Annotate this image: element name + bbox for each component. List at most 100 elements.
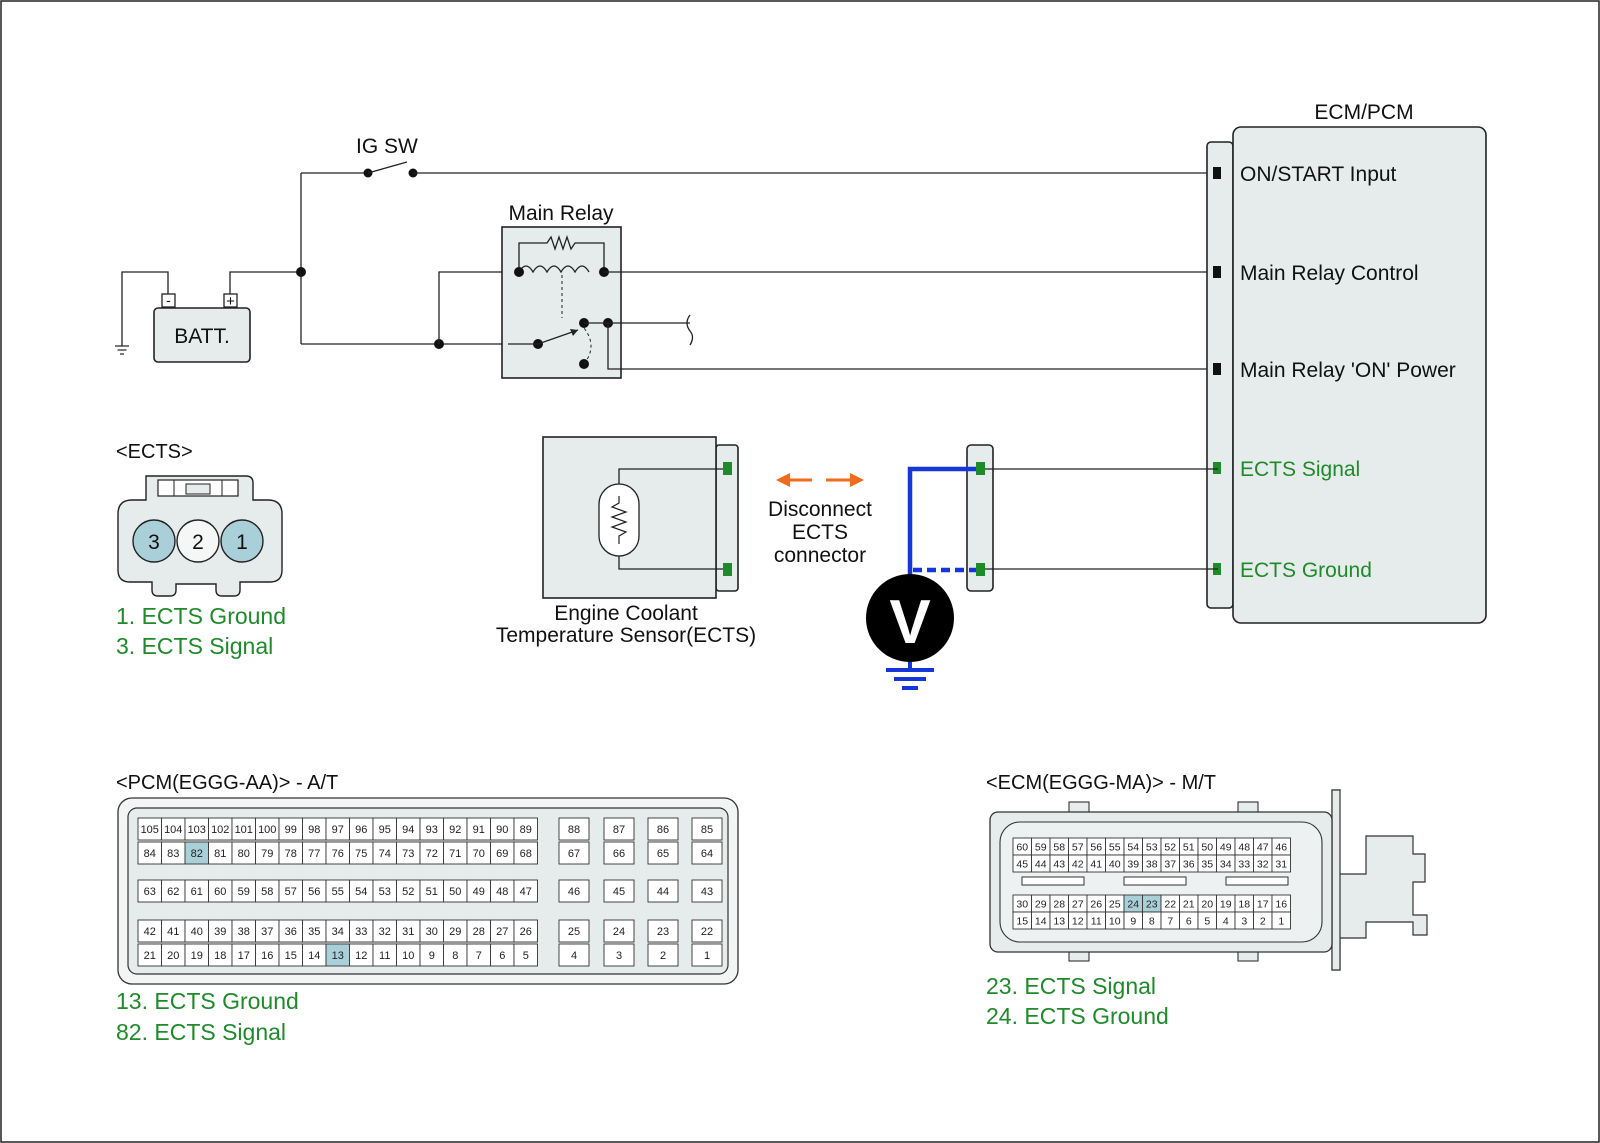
pin-cell — [603, 817, 635, 841]
ecm-legend-2: 24. ECTS Ground — [986, 1003, 1169, 1029]
pin-number: 30 — [426, 926, 438, 938]
pin-cell — [1271, 854, 1291, 873]
pin-cell — [691, 943, 723, 967]
ects-legend-2: 3. ECTS Signal — [116, 633, 273, 659]
pin-number: 43 — [701, 886, 713, 898]
ects-pin-1 — [220, 519, 264, 563]
pin-number: 27 — [1072, 899, 1084, 911]
pin-number: 27 — [496, 926, 508, 938]
pin-cell — [513, 919, 538, 943]
pin-number: 33 — [355, 926, 367, 938]
pin-cell — [558, 879, 590, 903]
pin-number: 34 — [332, 926, 344, 938]
pin-number: 83 — [167, 848, 179, 860]
pin-number: 99 — [285, 824, 297, 836]
pin-number: 24 — [1127, 899, 1139, 911]
pin-number: 10 — [402, 950, 414, 962]
pin-number: 28 — [473, 926, 485, 938]
power-section: - + BATT. IG SW Main Relay — [115, 135, 1218, 379]
pin-number: 74 — [379, 848, 391, 860]
pin-number: 62 — [167, 886, 179, 898]
pin-number: 48 — [496, 886, 508, 898]
pin-number: 94 — [402, 824, 414, 836]
main-relay-on-power-wire — [607, 323, 1218, 370]
pin-number: 32 — [1257, 859, 1269, 871]
wire-break-icon — [686, 314, 694, 346]
pin-number: 26 — [520, 926, 532, 938]
ecm-pin-main-relay-control: Main Relay Control — [1240, 262, 1419, 285]
pin-number: 12 — [355, 950, 367, 962]
pin-number: 4 — [571, 950, 577, 962]
pin-number: 1 — [1278, 916, 1284, 928]
pin-number: 78 — [285, 848, 297, 860]
pin-number: 87 — [613, 824, 625, 836]
pin-number: 60 — [214, 886, 226, 898]
pin-cell — [558, 841, 590, 865]
pin-number: 52 — [1164, 842, 1176, 854]
pin-number: 55 — [332, 886, 344, 898]
voltmeter-icon: V — [866, 574, 954, 690]
pin-number: 37 — [261, 926, 273, 938]
pin-cell — [1271, 911, 1291, 930]
voltmeter-symbol: V — [889, 588, 930, 657]
pin-number: 50 — [1201, 842, 1213, 854]
ects-pin-label: 1 — [236, 531, 248, 554]
pin-number: 12 — [1072, 916, 1084, 928]
pin-number: 104 — [164, 824, 182, 836]
pin-number: 5 — [523, 950, 529, 962]
ecm-pcm-module: ECM/PCM ON/START Input Main Relay Contro… — [1206, 101, 1487, 624]
pin-number: 45 — [1016, 859, 1028, 871]
pin-number: 5 — [1204, 916, 1210, 928]
pin-number: 79 — [261, 848, 273, 860]
pin-number: 30 — [1016, 899, 1028, 911]
pin-cell — [647, 879, 679, 903]
pin-number: 21 — [1183, 899, 1195, 911]
pin-number: 15 — [1016, 916, 1028, 928]
pin-cell — [558, 919, 590, 943]
pin-number: 71 — [449, 848, 461, 860]
pin-number: 46 — [568, 886, 580, 898]
battery-positive-wire — [229, 271, 301, 294]
pin-number: 77 — [308, 848, 320, 860]
pin-number: 102 — [211, 824, 229, 836]
pin-number: 41 — [1090, 859, 1102, 871]
ig-sw-label: IG SW — [356, 135, 418, 158]
pin-number: 42 — [1072, 859, 1084, 871]
pin-number: 37 — [1164, 859, 1176, 871]
pin-number: 35 — [308, 926, 320, 938]
pin-number: 35 — [1201, 859, 1213, 871]
pin-number: 38 — [1146, 859, 1158, 871]
pin-number: 3 — [616, 950, 622, 962]
pin-number: 11 — [379, 950, 390, 962]
relay-coil-icon — [518, 234, 605, 318]
pin-number: 7 — [1167, 916, 1173, 928]
pin-number: 39 — [214, 926, 226, 938]
ecm-legend-1: 23. ECTS Signal — [986, 973, 1156, 999]
pin-number: 69 — [496, 848, 508, 860]
harness-pin — [976, 462, 985, 475]
pin-number: 59 — [1035, 842, 1047, 854]
pin-number: 43 — [1053, 859, 1065, 871]
pin-cell — [558, 817, 590, 841]
pin-number: 58 — [261, 886, 273, 898]
pin-number: 76 — [332, 848, 344, 860]
pin-number: 17 — [238, 950, 250, 962]
ects-legend-1: 1. ECTS Ground — [116, 603, 286, 629]
pin-number: 82 — [191, 848, 203, 860]
pin-number: 47 — [1257, 842, 1269, 854]
pin-number: 50 — [449, 886, 461, 898]
pin-number: 66 — [613, 848, 625, 860]
pin-number: 42 — [144, 926, 156, 938]
sensor-section: Engine Coolant Temperature Sensor(ECTS) … — [496, 436, 1218, 690]
pin-number: 72 — [426, 848, 438, 860]
pin-cell — [647, 919, 679, 943]
disconnect-line2: ECTS — [792, 521, 848, 544]
battery-ground-wire — [121, 271, 169, 346]
pin-cell — [603, 841, 635, 865]
sensor-pin — [723, 462, 732, 475]
pin-cell — [691, 879, 723, 903]
pin-number: 54 — [1127, 842, 1139, 854]
